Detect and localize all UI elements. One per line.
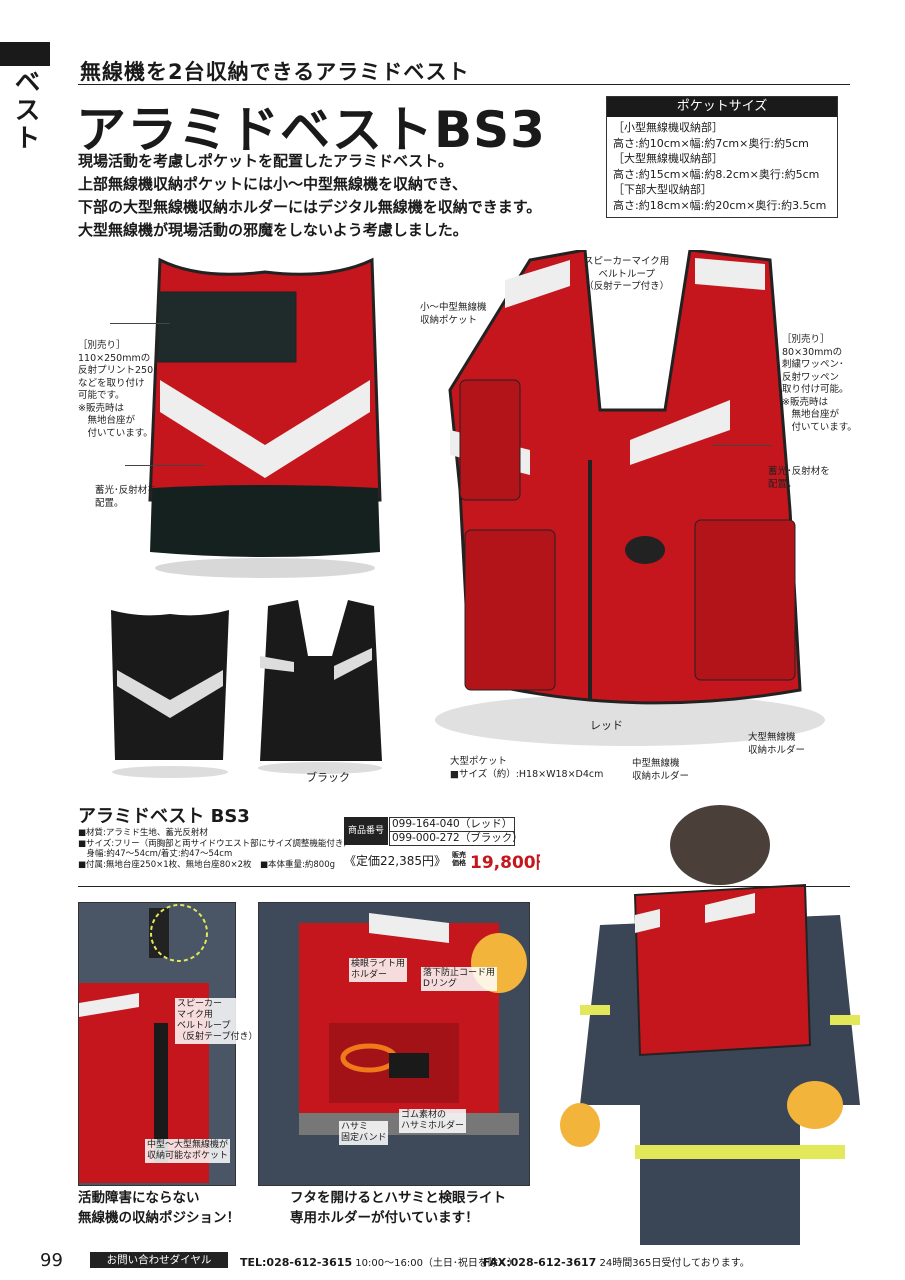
caption-mid: フタを開けるとハサミと検眼ライト 専用ホルダーが付いています！ — [290, 1188, 506, 1228]
vest-front-image — [435, 250, 825, 746]
sale-price-label: 販売価格 — [452, 851, 466, 867]
product-codes: 099-164-040（レッド） 099-000-272（ブラック） — [389, 817, 523, 846]
detail-photo-left-image — [79, 903, 235, 1185]
color-label-black: ブラック — [306, 771, 350, 784]
pocket-size-header: ポケットサイズ — [607, 97, 837, 117]
fax-number: FAX:028-612-3617 — [483, 1256, 597, 1269]
callout-line — [110, 323, 170, 324]
caption-left: 活動障害にならない 無線機の収納ポジション！ — [78, 1188, 240, 1228]
callout-front-patch: ［別売り］ 80×30mmの 刺繍ワッペン･ 反射ワッペン 取り付け可能。 ※販… — [782, 334, 857, 433]
detail-photo-mid: 検眼ライト用 ホルダー 落下防止コード用 Dリング ゴム素材の ハサミホルダー … — [258, 902, 530, 1186]
sale-price: 19,800円 — [470, 853, 553, 873]
spec-line: ■サイズ:フリー（両胸部と両サイドウエスト部にサイズ調整機能付き） — [78, 838, 352, 849]
intro-text: 現場活動を考慮しポケットを配置したアラミドベスト。 上部無線機収納ポケットには小… — [78, 150, 598, 242]
pocket-size-body: ［小型無線機収納部］ 高さ:約10cm×幅:約7cm×奥行:約5cm ［大型無線… — [607, 117, 837, 217]
section-rule — [78, 886, 850, 887]
page-title: アラミドベストBS3 — [76, 101, 546, 159]
vest-black-front-image — [258, 600, 382, 774]
fax-hours: 24時間365日受付しております。 — [599, 1258, 750, 1269]
caption-line: 専用ホルダーが付いています！ — [290, 1210, 479, 1226]
callout-large-holder: 大型無線機 収納ホルダー — [748, 732, 806, 756]
pocket-size-line: 高さ:約15cm×幅:約8.2cm×奥行:約5cm — [613, 167, 820, 181]
section-side-label: ベスト — [10, 68, 40, 152]
callout-back-reflect: 蓄光･反射材を 配置。 — [95, 485, 157, 509]
section-tab — [0, 42, 50, 66]
callout-small-pocket: 小〜中型無線機 収納ポケット — [420, 302, 487, 326]
detail-photo-left: スピーカー マイク用 ベルトループ （反射テープ付き） 中型〜大型無線機が 収納… — [78, 902, 260, 1186]
vest-back-image — [148, 257, 382, 578]
spec-line: 身幅:約47〜54cm/着丈:約47〜54cm — [78, 849, 233, 859]
contact-tel: TEL:028-612-3615 10:00〜16:00（土日･祝日を除く） — [240, 1254, 518, 1269]
photo-label-penlight-holder: 検眼ライト用 ホルダー — [349, 958, 408, 982]
intro-line: 現場活動を考慮しポケットを配置したアラミドベスト。 — [78, 152, 454, 170]
callout-line — [712, 445, 772, 446]
photo-label-mic-loop: スピーカー マイク用 ベルトループ （反射テープ付き） — [175, 998, 260, 1044]
pocket-size-line: ［大型無線機収納部］ — [613, 152, 723, 165]
detail-photo-mid-image — [259, 903, 529, 1185]
list-price: 《定価22,385円》 — [344, 854, 446, 868]
contact-fax: FAX:028-612-3617 24時間365日受付しております。 — [483, 1254, 750, 1269]
tel-hours: 10:00〜16:00（土日･祝日を除く） — [355, 1258, 518, 1269]
product-code-label: 商品番号 — [344, 817, 388, 845]
pocket-size-line: 高さ:約10cm×幅:約7cm×奥行:約5cm — [613, 136, 809, 150]
tel-number: TEL:028-612-3615 — [240, 1256, 353, 1269]
page-subtitle: 無線機を2台収納できるアラミドベスト — [80, 60, 470, 84]
page-number: 99 — [40, 1250, 63, 1271]
spec-line: ■付属:無地台座250×1枚、無地台座80×2枚 ■本体重量:約800g — [78, 859, 336, 870]
photo-label-radio-pocket: 中型〜大型無線機が 収納可能なポケット — [145, 1139, 231, 1163]
pocket-size-box: ポケットサイズ ［小型無線機収納部］ 高さ:約10cm×幅:約7cm×奥行:約5… — [606, 96, 838, 218]
callout-large-pocket: 大型ポケット ■サイズ（約）:H18×W18×D4cm — [450, 756, 604, 780]
color-label-red: レッド — [590, 719, 623, 732]
pocket-size-line: ［下部大型収納部］ — [613, 183, 712, 196]
caption-line: フタを開けるとハサミと検眼ライト — [290, 1190, 506, 1206]
caption-line: 活動障害にならない — [78, 1190, 200, 1206]
vest-black-back-image — [111, 610, 229, 778]
product-code-black: 099-000-272（ブラック） — [390, 831, 523, 844]
callout-front-reflect: 蓄光･反射材を 配置。 — [768, 466, 830, 490]
callout-back-patch: ［別売り］ 110×250mmの 反射プリント250 などを取り付け 可能です。… — [78, 340, 154, 439]
model-photo — [540, 805, 870, 1245]
pocket-size-line: 高さ:約18cm×幅:約20cm×奥行:約3.5cm — [613, 198, 827, 212]
intro-line: 上部無線機収納ポケットには小〜中型無線機を収納でき、 — [78, 175, 467, 193]
product-specs: ■材質:アラミド生地、蓄光反射材 ■サイズ:フリー（両胸部と両サイドウエスト部に… — [78, 828, 352, 870]
callout-mic-loop: スピーカーマイク用 ベルトループ （反射テープ付き） — [584, 256, 670, 292]
photo-label-scissors-holder: ゴム素材の ハサミホルダー — [399, 1109, 467, 1133]
pocket-size-line: ［小型無線機収納部］ — [613, 121, 723, 134]
product-code-red: 099-164-040（レッド） — [392, 818, 513, 830]
product-name: アラミドベスト BS3 — [78, 806, 250, 827]
callout-mid-holder: 中型無線機 収納ホルダー — [632, 758, 690, 782]
spec-line: ■材質:アラミド生地、蓄光反射材 — [78, 828, 208, 838]
caption-line: 無線機の収納ポジション！ — [78, 1210, 240, 1226]
callout-line — [125, 465, 205, 466]
intro-line: 大型無線機が現場活動の邪魔をしないよう考慮しました。 — [78, 221, 468, 239]
photo-label-d-ring: 落下防止コード用 Dリング — [421, 967, 498, 991]
header-rule — [78, 84, 850, 85]
intro-line: 下部の大型無線機収納ホルダーにはデジタル無線機を収納できます。 — [78, 198, 542, 216]
photo-label-scissors-band: ハサミ 固定バンド — [339, 1121, 389, 1145]
contact-label: お問い合わせダイヤル — [90, 1252, 228, 1268]
